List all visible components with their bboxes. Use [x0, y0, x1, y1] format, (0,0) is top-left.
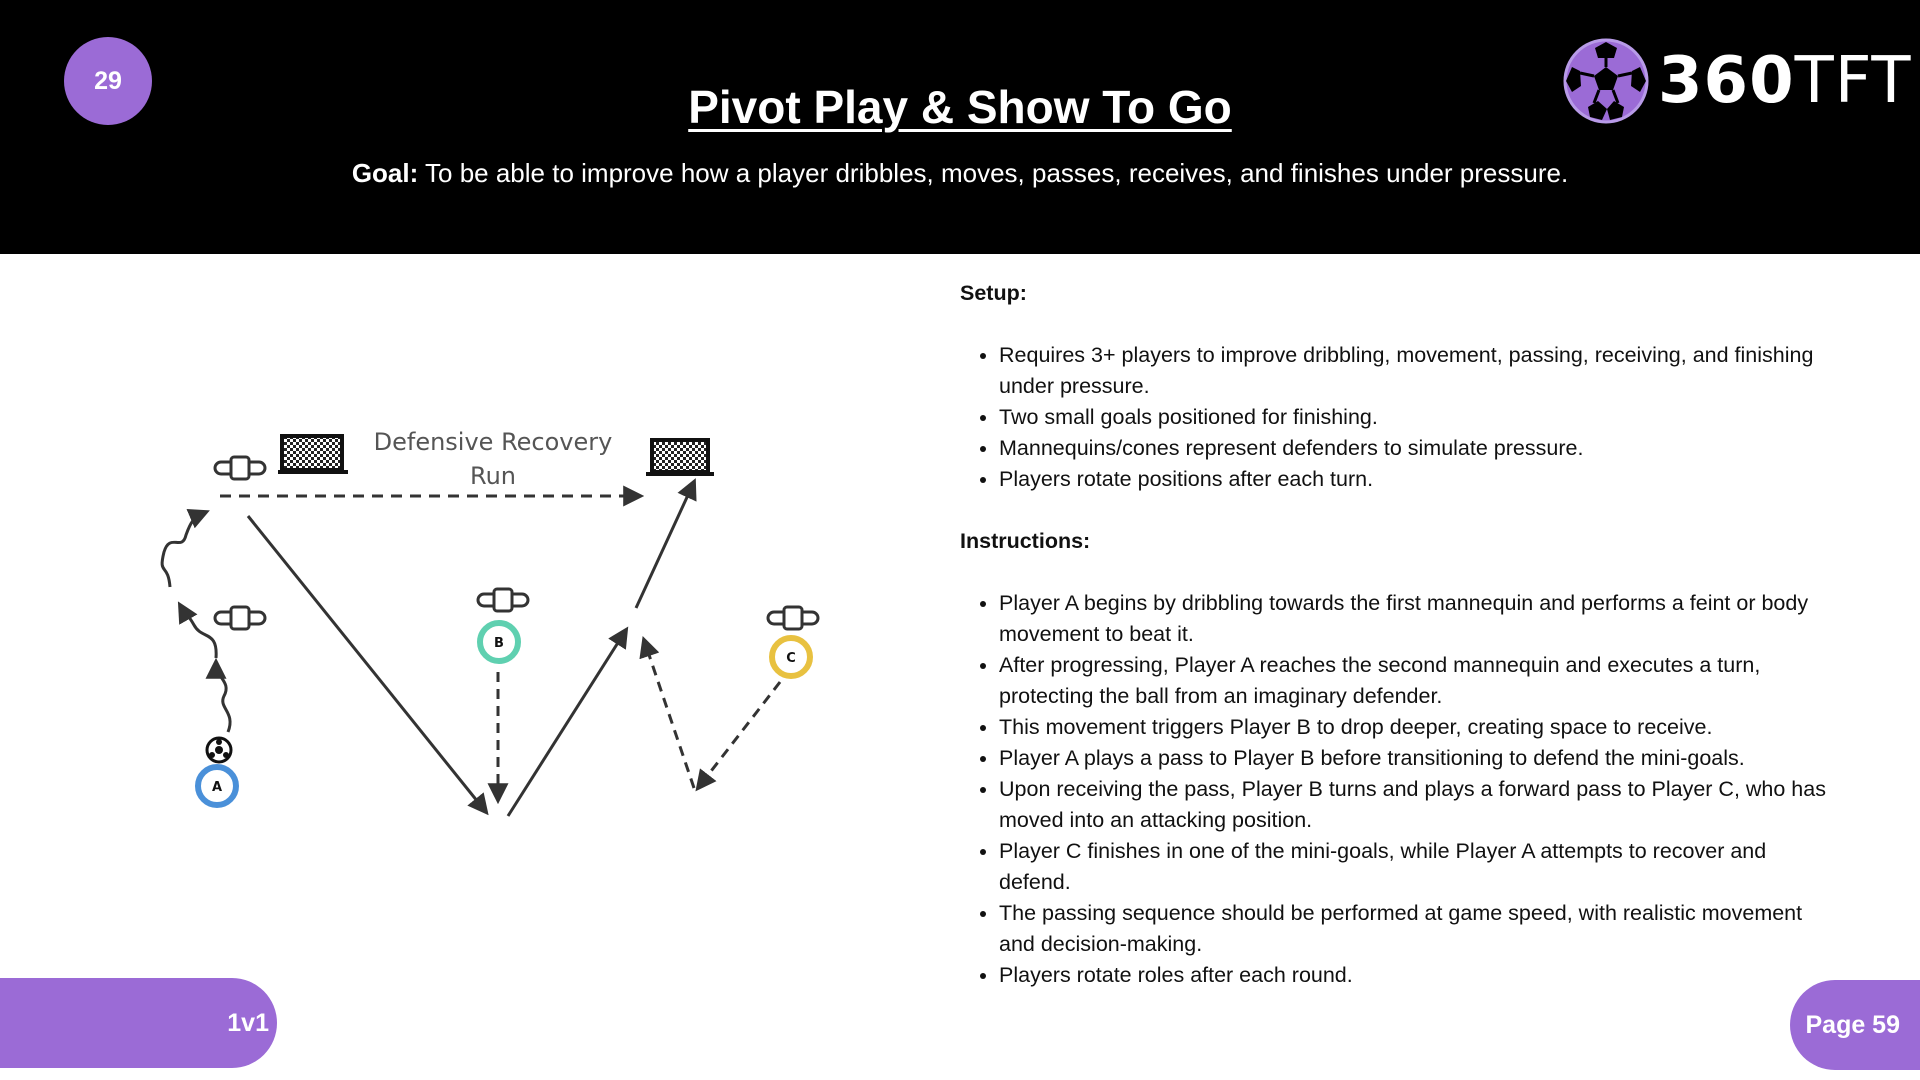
goal-statement: Goal: To be able to improve how a player… [0, 158, 1920, 189]
page-title: Pivot Play & Show To Go [688, 81, 1232, 133]
logo-wordmark: 360TFT [1658, 44, 1912, 118]
mannequin-icon [213, 605, 267, 631]
soccer-ball-icon [1563, 38, 1649, 124]
drill-description: Setup: Requires 3+ players to improve dr… [960, 278, 1840, 1022]
mannequin-icon [766, 605, 820, 631]
goal-text: To be able to improve how a player dribb… [418, 158, 1569, 188]
pass-arrow [246, 515, 489, 816]
list-item: Player C finishes in one of the mini-goa… [999, 836, 1840, 898]
goal-label: Goal: [351, 158, 419, 188]
player-a-label: A [212, 780, 222, 795]
movement-arrow [639, 636, 696, 789]
drill-diagram: Defensive Recovery Run A [160, 428, 820, 817]
setup-heading: Setup: [960, 281, 1027, 305]
dribble-path [177, 601, 218, 659]
shot-arrow [634, 478, 697, 609]
instructions-list: Player A begins by dribbling towards the… [960, 588, 1840, 991]
list-item: Requires 3+ players to improve dribbling… [999, 340, 1840, 402]
brand-logo: 360TFT [1562, 36, 1910, 126]
list-item: Players rotate positions after each turn… [999, 464, 1840, 495]
header-bar: 29 Pivot Play & Show To Go Goal: To be a… [0, 0, 1920, 254]
list-item: Mannequins/cones represent defenders to … [999, 433, 1840, 464]
category-tab: 1v1 [0, 978, 277, 1068]
player-c-marker: C [769, 635, 813, 679]
player-b-marker: B [477, 620, 521, 664]
movement-arrow [695, 681, 782, 792]
player-b-label: B [494, 636, 504, 651]
mini-goal-right [646, 438, 714, 476]
mini-goal-left [278, 434, 348, 474]
dribble-path [160, 508, 210, 588]
list-item: Upon receiving the pass, Player B turns … [999, 774, 1840, 836]
list-item: This movement triggers Player B to drop … [999, 712, 1840, 743]
player-a-marker: A [195, 764, 239, 808]
mannequin-icon [213, 455, 267, 481]
run-label-line2: Run [470, 462, 516, 490]
list-item: Player A begins by dribbling towards the… [999, 588, 1840, 650]
page-number-label: Page 59 [1805, 1010, 1900, 1039]
mannequin-icon [476, 587, 530, 613]
category-label: 1v1 [227, 1008, 269, 1037]
pass-arrow [506, 626, 629, 817]
run-label-line1: Defensive Recovery [374, 428, 613, 456]
list-item: The passing sequence should be performed… [999, 898, 1840, 960]
page-number-tab: Page 59 [1790, 980, 1920, 1070]
instructions-heading: Instructions: [960, 529, 1091, 553]
list-item: Player A plays a pass to Player B before… [999, 743, 1840, 774]
list-item: Players rotate roles after each round. [999, 960, 1840, 991]
setup-list: Requires 3+ players to improve dribbling… [960, 340, 1840, 495]
soccer-ball-icon [205, 736, 233, 764]
list-item: After progressing, Player A reaches the … [999, 650, 1840, 712]
page-number-badge: 29 [64, 37, 152, 125]
dribble-path [205, 657, 232, 733]
list-item: Two small goals positioned for finishing… [999, 402, 1840, 433]
player-c-label: C [786, 651, 796, 666]
